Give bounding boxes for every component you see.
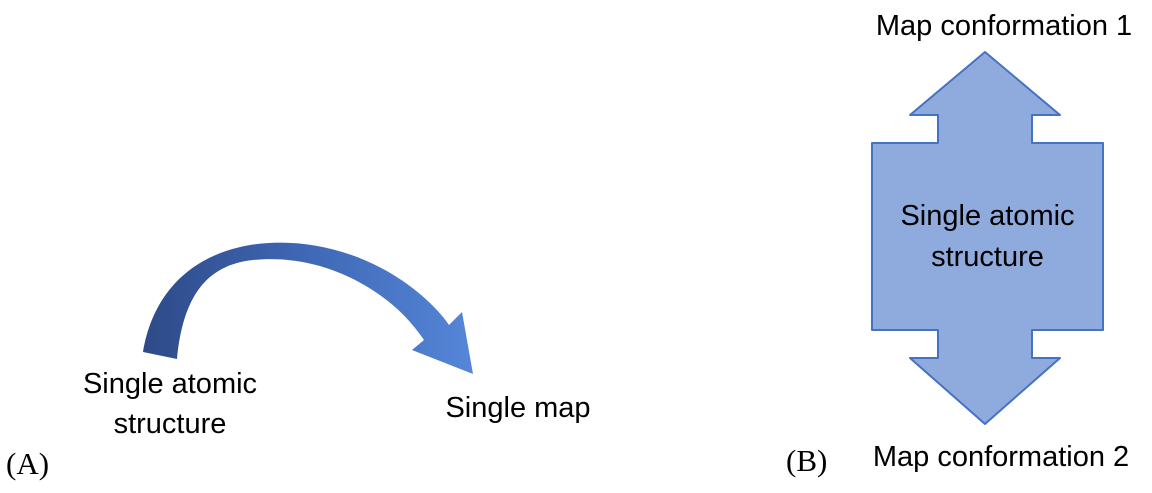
panel-b-box-label: Single atomic structure	[900, 200, 1075, 273]
curved-arrow-shape	[143, 242, 473, 374]
panel-a-tag: (A)	[6, 446, 50, 481]
panel-a-target-label: Single map	[445, 392, 591, 424]
double-arrow-shape	[871, 51, 1104, 425]
panel-b-bottom-label: Map conformation 2	[872, 441, 1130, 473]
panel-a-source-label: Single atomic structure	[82, 368, 258, 441]
panel-b-tag: (B)	[786, 443, 828, 478]
panel-b-top-label: Map conformation 1	[875, 10, 1133, 42]
